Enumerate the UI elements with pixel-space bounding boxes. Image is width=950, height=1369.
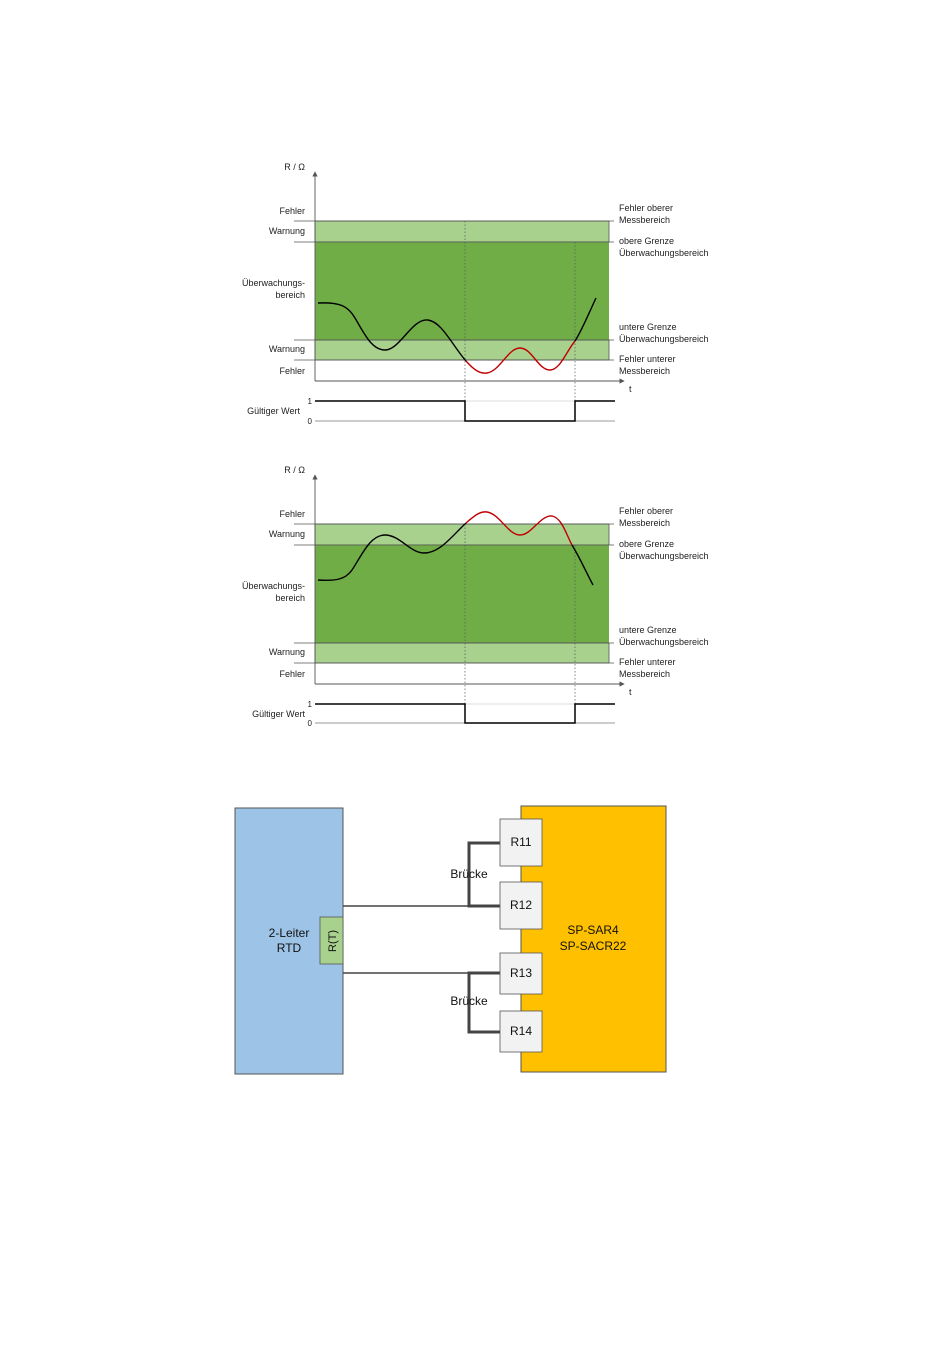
label-warnung-bottom: Warnung: [269, 647, 305, 657]
label-right-3a: untere Grenze: [619, 625, 677, 635]
module-label-line1: SP-SAR4: [567, 923, 619, 937]
label-right-4b: Messbereich: [619, 669, 670, 679]
label-band-line1: Überwachungs-: [242, 581, 305, 591]
monitoring-band: [315, 242, 609, 340]
bridge-top: [467, 841, 500, 908]
label-right-2a: obere Grenze: [619, 236, 674, 246]
label-right-1b: Messbereich: [619, 215, 670, 225]
label-right-2a: obere Grenze: [619, 539, 674, 549]
label-right-1b: Messbereich: [619, 518, 670, 528]
sensor-box: [319, 916, 344, 965]
signal-curve-recovery: [574, 297, 597, 342]
bridge-bottom: [467, 971, 500, 1034]
valid-signal-trace: [315, 703, 615, 724]
terminal-label-r11: R11: [510, 835, 531, 849]
label-fehler-bottom: Fehler: [279, 669, 305, 679]
signal-curve-recovery: [571, 544, 594, 586]
diagram-upper-limit-fault: R / Ω Fehler Warnung Überwachungs- berei…: [242, 465, 709, 728]
signal-high-label: 1: [308, 700, 313, 709]
warning-band-bottom: [314, 642, 610, 664]
terminal-r12: [499, 881, 543, 930]
label-fehler-bottom: Fehler: [279, 366, 305, 376]
signal-curve-fault: [465, 340, 576, 374]
signal-curve-fault: [465, 511, 573, 546]
signal-low-label: 0: [308, 719, 313, 728]
label-right-3b: Überwachungsbereich: [619, 334, 709, 344]
label-fehler-top: Fehler: [279, 206, 305, 216]
label-warnung-top: Warnung: [269, 529, 305, 539]
label-band-line2: bereich: [275, 290, 305, 300]
signal-low-label: 0: [308, 417, 313, 426]
module-label-line2: SP-SACR22: [560, 939, 627, 953]
label-right-1a: Fehler oberer: [619, 506, 673, 516]
diagram-lower-limit-fault: R / Ω Fehler Warnung Überwachungs- berei…: [242, 162, 709, 426]
label-right-3b: Überwachungsbereich: [619, 637, 709, 647]
label-right-4b: Messbereich: [619, 366, 670, 376]
bridge-label-top: Brücke: [450, 867, 488, 881]
signal-label: Gültiger Wert: [252, 709, 305, 719]
warning-band-top: [314, 220, 610, 243]
label-warnung-top: Warnung: [269, 226, 305, 236]
terminal-label-r12: R12: [510, 898, 532, 912]
bridge-label-bottom: Brücke: [450, 994, 488, 1008]
label-right-2b: Überwachungsbereich: [619, 551, 709, 561]
terminal-label-r14: R14: [510, 1024, 532, 1038]
terminal-r14: [499, 1010, 543, 1053]
x-axis-label: t: [629, 687, 632, 697]
valid-signal-trace: [315, 400, 615, 422]
sensor-label: R(T): [327, 930, 339, 952]
rtd-label-line2: RTD: [277, 941, 302, 955]
x-axis-label: t: [629, 384, 632, 394]
y-axis-label: R / Ω: [284, 162, 305, 172]
label-right-3a: untere Grenze: [619, 322, 677, 332]
signal-curve-normal: [317, 522, 467, 581]
module-box: [520, 805, 667, 1073]
y-axis-label: R / Ω: [284, 465, 305, 475]
terminal-r11: [499, 818, 543, 867]
terminal-r13: [499, 952, 543, 995]
label-warnung-bottom: Warnung: [269, 344, 305, 354]
signal-curve-normal: [317, 302, 467, 362]
label-right-2b: Überwachungsbereich: [619, 248, 709, 258]
monitoring-band: [315, 545, 609, 643]
terminal-label-r13: R13: [510, 966, 532, 980]
wiring-diagram: R11 R12 R13 R14 Brücke Brücke 2-Leiter R…: [234, 805, 667, 1075]
label-right-4a: Fehler unterer: [619, 354, 676, 364]
label-band-line2: bereich: [275, 593, 305, 603]
label-right-4a: Fehler unterer: [619, 657, 676, 667]
signal-high-label: 1: [308, 397, 313, 406]
label-right-1a: Fehler oberer: [619, 203, 673, 213]
rtd-label-line1: 2-Leiter: [269, 926, 310, 940]
label-fehler-top: Fehler: [279, 509, 305, 519]
signal-label: Gültiger Wert: [247, 406, 300, 416]
label-band-line1: Überwachungs-: [242, 278, 305, 288]
